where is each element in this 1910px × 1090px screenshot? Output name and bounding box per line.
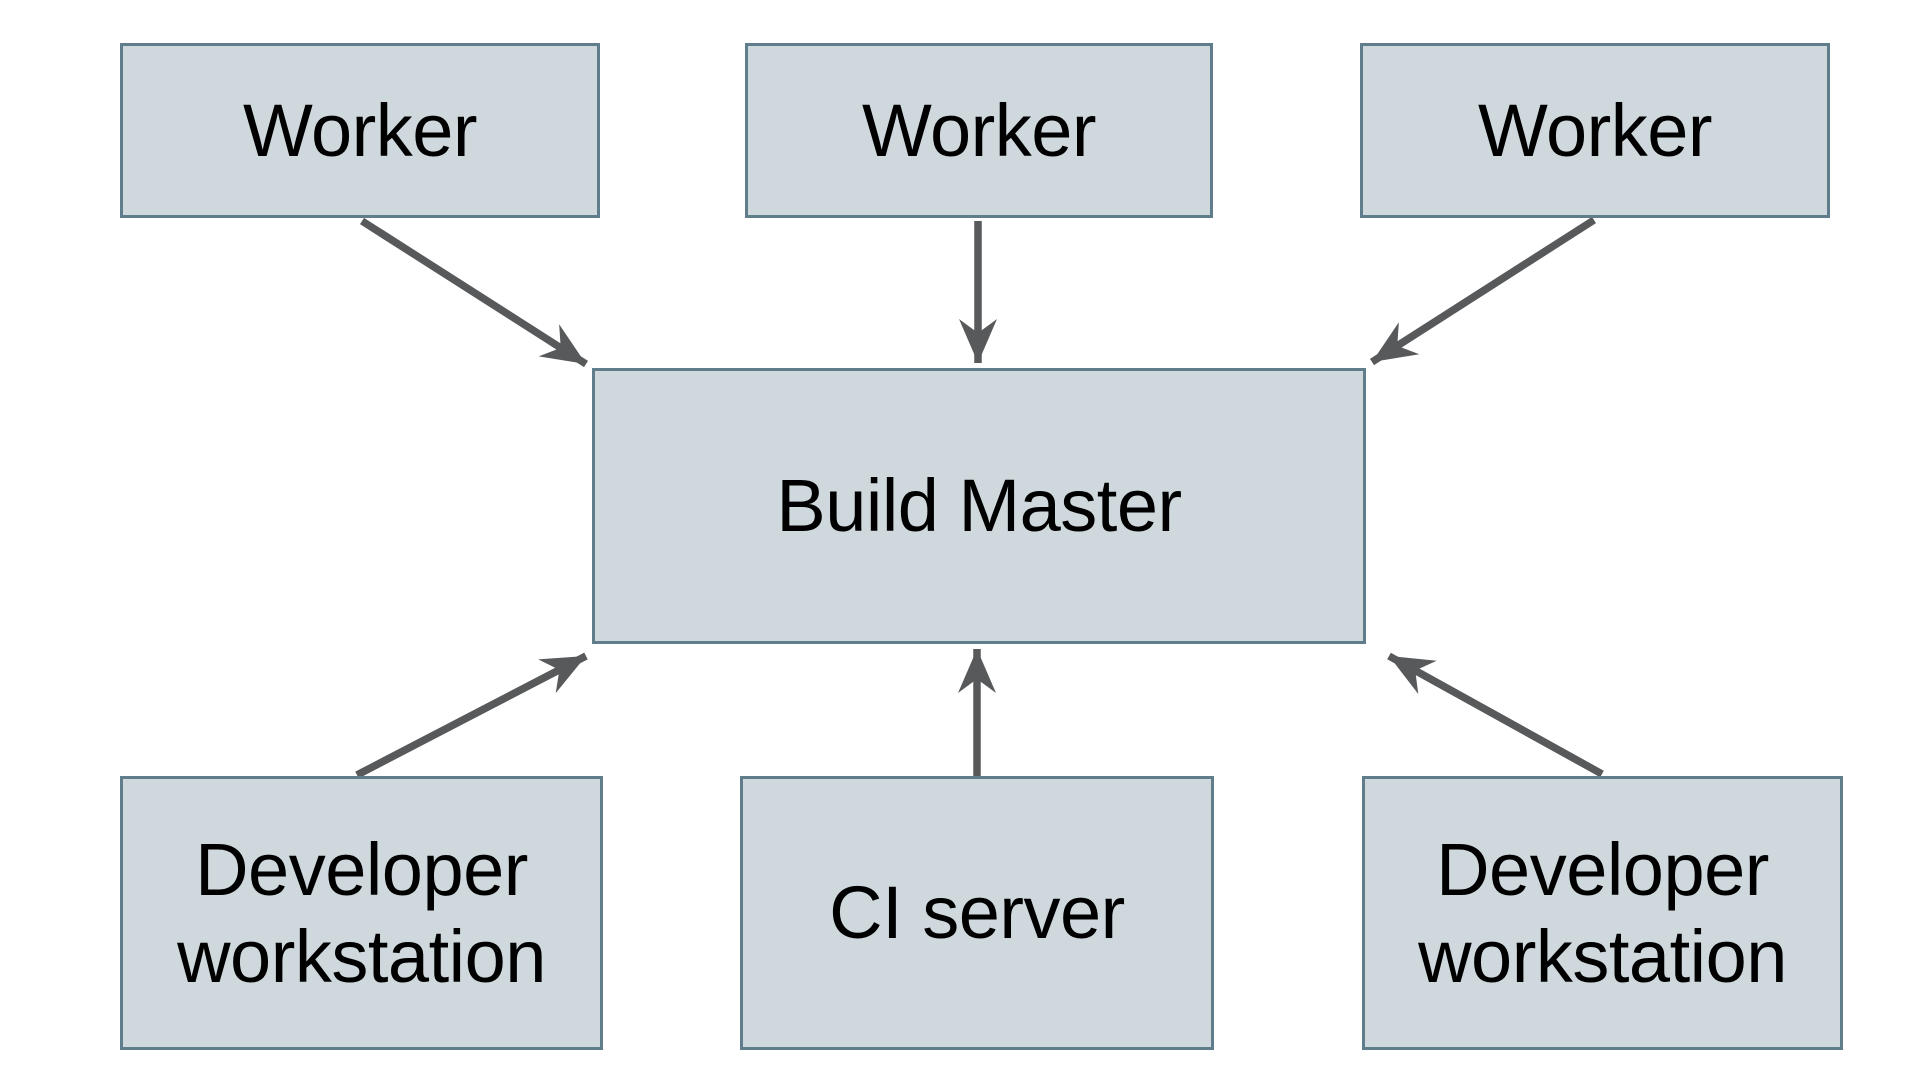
node-build-master: Build Master (592, 368, 1366, 644)
node-worker-3: Worker (1360, 43, 1830, 218)
edge-developer-workstation-left-to-build-master (355, 652, 588, 779)
edge-worker-3-to-build-master (1369, 216, 1597, 366)
node-worker-1-label: Worker (242, 88, 478, 172)
node-developer-workstation-right: Developer workstation (1362, 776, 1843, 1050)
node-worker-1: Worker (120, 43, 600, 218)
node-worker-2-label: Worker (861, 88, 1097, 172)
node-developer-workstation-right-label: Developer workstation (1418, 827, 1787, 998)
node-worker-2: Worker (745, 43, 1213, 218)
node-build-master-label: Build Master (776, 464, 1182, 548)
edge-developer-workstation-right-to-build-master (1387, 652, 1604, 778)
node-developer-workstation-left: Developer workstation (120, 776, 603, 1050)
edge-worker-1-to-build-master (359, 217, 589, 368)
node-worker-3-label: Worker (1477, 88, 1713, 172)
node-developer-workstation-left-label: Developer workstation (177, 827, 546, 998)
node-ci-server-label: CI server (829, 871, 1125, 955)
node-ci-server: CI server (740, 776, 1214, 1050)
